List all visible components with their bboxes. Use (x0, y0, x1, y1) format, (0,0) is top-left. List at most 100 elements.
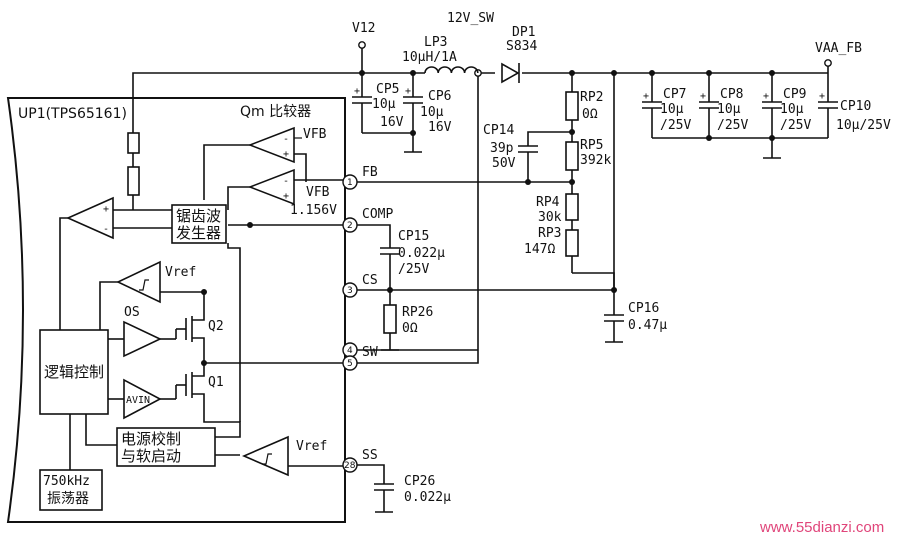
oscillator-block (39, 469, 103, 511)
sawtooth-line1: 锯齿波 (176, 207, 221, 225)
cp5-ref: CP5 (376, 82, 399, 97)
sawtooth-line2: 发生器 (176, 224, 221, 242)
pin-4-label: SW (362, 345, 378, 360)
cp7-ref: CP7 (663, 87, 686, 102)
svg-text:+: + (643, 91, 649, 102)
vfb2-label: VFB (306, 185, 330, 200)
vfb1-label: VFB (303, 127, 327, 142)
cp8-ref: CP8 (720, 87, 743, 102)
cp9-v2: /25V (780, 118, 811, 133)
pin-1: 1 (342, 174, 358, 190)
cp6-v1: 10μ (420, 105, 444, 120)
net-12v-sw: 12V_SW (447, 11, 494, 26)
watermark: www.55dianzi.com (759, 519, 884, 536)
chip-outline (6, 97, 346, 523)
svg-text:5: 5 (347, 359, 353, 369)
internal-resistor-1 (127, 132, 140, 154)
dp1-value: S834 (506, 39, 537, 54)
svg-text:4: 4 (347, 346, 353, 356)
cp15-v2: /25V (398, 262, 429, 277)
pin-4: 4 (342, 342, 358, 358)
cp5-v1: 10μ (372, 97, 396, 112)
osc-line1: 750kHz (43, 474, 90, 489)
cp15-ref: CP15 (398, 229, 429, 244)
cp7-v1: 10μ (660, 102, 684, 117)
cp26-value: 0.022μ (404, 490, 451, 505)
rp2-value: 0Ω (582, 107, 598, 122)
rp26-ref: RP26 (402, 305, 433, 320)
comparator-vref-cs (116, 260, 161, 304)
cp7-v2: /25V (660, 118, 691, 133)
cp6-v2: 16V (428, 120, 452, 135)
svg-text:-: - (103, 224, 109, 235)
svg-text:+: + (763, 91, 769, 102)
rp4-value: 30k (538, 210, 562, 225)
mosfet-q2 (176, 289, 207, 350)
svg-text:+: + (103, 204, 109, 215)
rp3-value: 147Ω (524, 242, 555, 257)
v12-terminal (358, 41, 366, 49)
net-v12: V12 (352, 21, 375, 36)
lp3-ref: LP3 (424, 35, 447, 50)
pin-2: 2 (342, 217, 358, 233)
osc-line2: 振荡器 (47, 491, 89, 507)
cp9-ref: CP9 (783, 87, 806, 102)
svg-text:+: + (700, 91, 706, 102)
svg-text:1: 1 (347, 178, 353, 188)
avin-label: AVIN (126, 395, 150, 406)
pin-3: 3 (342, 282, 358, 298)
cp9-v1: 10μ (780, 102, 804, 117)
cp5-v2: 16V (380, 115, 404, 130)
svg-text:+: + (405, 86, 411, 97)
svg-text:3: 3 (347, 286, 353, 296)
vfb2-value: 1.156V (290, 203, 337, 218)
sawtooth-generator-block (171, 204, 227, 244)
pin-1-label: FB (362, 165, 378, 180)
pin-5: 5 (342, 355, 358, 371)
driver-os (123, 320, 162, 358)
cp15-v1: 0.022μ (398, 246, 445, 261)
cp14-v1: 39p (490, 141, 514, 156)
power-softstart-block (116, 427, 216, 467)
cp14-ref: CP14 (483, 123, 514, 138)
svg-text:+: + (283, 191, 289, 202)
cp10-v1: 10μ/25V (836, 118, 891, 133)
cp8-v2: /25V (717, 118, 748, 133)
resistor-rp5 (565, 141, 579, 171)
cp16-ref: CP16 (628, 301, 659, 316)
logic-label: 逻辑控制 (44, 363, 104, 381)
output-caps: + + + + (642, 73, 838, 159)
cp14-v2: 50V (492, 156, 516, 171)
rp3-ref: RP3 (538, 226, 561, 241)
resistor-rp26 (383, 304, 397, 334)
rp4-ref: RP4 (536, 195, 560, 210)
rp26-value: 0Ω (402, 321, 418, 336)
internal-resistor-2 (127, 166, 140, 196)
error-amplifier (66, 196, 114, 240)
q1-label: Q1 (208, 375, 224, 390)
svg-text:+: + (819, 91, 825, 102)
inductor-lp3 (424, 66, 479, 74)
pin-3-label: CS (362, 273, 378, 288)
cp10-ref: CP10 (840, 99, 871, 114)
vref2-label: Vref (296, 439, 327, 454)
cp6-ref: CP6 (428, 89, 451, 104)
logic-control-block (39, 329, 109, 415)
vaa-terminal (824, 59, 832, 67)
svg-text:-: - (283, 134, 289, 145)
power-line1: 电源校制 (121, 430, 181, 448)
os-label: OS (124, 305, 140, 320)
pin-28: 28 (342, 457, 358, 473)
comparator-vfb-1 (247, 126, 295, 164)
rp2-ref: RP2 (580, 90, 603, 105)
comparator-vref-ss (241, 435, 289, 477)
power-line2: 与软启动 (121, 447, 181, 465)
vref1-label: Vref (165, 265, 196, 280)
resistor-rp4 (565, 193, 579, 221)
diode-dp1 (501, 62, 520, 84)
chip-name: UP1(TPS65161) (18, 106, 127, 122)
pin-28-label: SS (362, 448, 378, 463)
pin-2-label: COMP (362, 207, 393, 222)
net-vaa-fb: VAA_FB (815, 41, 862, 56)
resistor-rp3 (565, 229, 579, 257)
